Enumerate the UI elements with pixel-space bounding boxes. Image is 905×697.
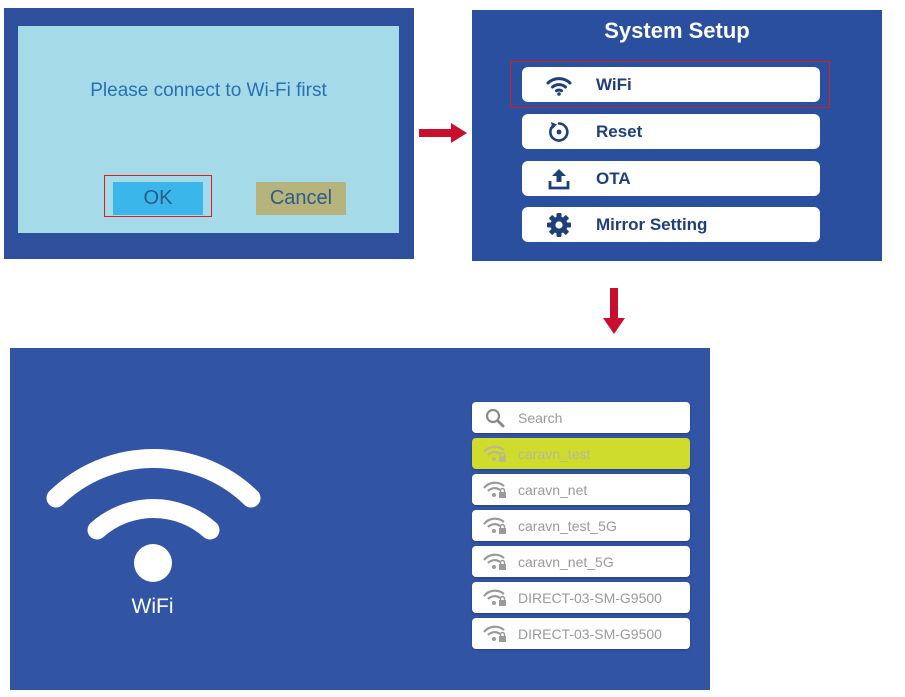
network-row[interactable]: caravn_net_5G bbox=[472, 546, 690, 577]
wifi-lock-icon bbox=[472, 552, 518, 572]
ok-highlight-box bbox=[104, 175, 212, 217]
search-placeholder: Search bbox=[518, 409, 563, 426]
wifi-icon bbox=[522, 73, 596, 97]
dialog-message: Please connect to Wi-Fi first bbox=[90, 80, 327, 101]
network-ssid: caravn_test_5G bbox=[518, 517, 617, 534]
menu-item-label: Mirror Setting bbox=[596, 214, 708, 234]
network-ssid: DIRECT-03-SM-G9500 bbox=[518, 625, 662, 642]
network-ssid: caravn_net bbox=[518, 481, 588, 498]
search-input[interactable]: Search bbox=[472, 402, 690, 433]
page-title: System Setup bbox=[604, 18, 750, 43]
wifi-lock-icon bbox=[472, 444, 518, 464]
menu-item-reset[interactable]: Reset bbox=[522, 114, 820, 149]
wifi-title: WiFi bbox=[131, 595, 174, 618]
menu-item-wifi[interactable]: WiFi bbox=[522, 67, 820, 102]
gear-icon bbox=[522, 212, 596, 238]
menu-item-mirror-setting[interactable]: Mirror Setting bbox=[522, 207, 820, 242]
wifi-lock-icon bbox=[472, 516, 518, 536]
cancel-button[interactable]: Cancel bbox=[256, 182, 346, 215]
arrow-right-icon bbox=[419, 123, 467, 143]
network-row[interactable]: DIRECT-03-SM-G9500 bbox=[472, 582, 690, 613]
network-ssid: caravn_net_5G bbox=[518, 553, 614, 570]
network-ssid: DIRECT-03-SM-G9500 bbox=[518, 589, 662, 606]
wifi-list-screen: WiFi Search caravn_test bbox=[10, 348, 710, 690]
ok-button[interactable]: OK bbox=[113, 182, 203, 215]
network-ssid: caravn_test bbox=[518, 445, 591, 462]
wifi-large-icon bbox=[46, 448, 261, 582]
network-row[interactable]: caravn_test_5G bbox=[472, 510, 690, 541]
wifi-highlight-box bbox=[510, 61, 830, 108]
arrow-down-icon bbox=[603, 288, 625, 334]
wifi-lock-icon bbox=[472, 624, 518, 644]
reset-icon bbox=[522, 120, 596, 144]
system-setup-screen: System Setup WiFi Reset bbox=[472, 10, 882, 261]
network-row[interactable]: caravn_test bbox=[472, 438, 690, 469]
search-icon bbox=[472, 407, 518, 429]
menu-item-ota[interactable]: OTA bbox=[522, 161, 820, 196]
wifi-lock-icon bbox=[472, 588, 518, 608]
upload-icon bbox=[522, 167, 596, 191]
menu-item-label: Reset bbox=[596, 121, 643, 141]
wifi-prompt-screen: Please connect to Wi-Fi first OK Cancel bbox=[4, 8, 414, 259]
network-row[interactable]: caravn_net bbox=[472, 474, 690, 505]
menu-item-label: OTA bbox=[596, 168, 631, 188]
network-row[interactable]: DIRECT-03-SM-G9500 bbox=[472, 618, 690, 649]
wifi-prompt-dialog: Please connect to Wi-Fi first OK Cancel bbox=[18, 26, 399, 233]
wifi-lock-icon bbox=[472, 480, 518, 500]
menu-item-label: WiFi bbox=[596, 74, 632, 94]
